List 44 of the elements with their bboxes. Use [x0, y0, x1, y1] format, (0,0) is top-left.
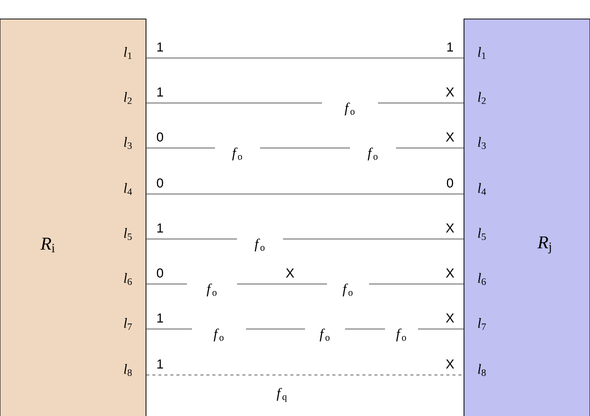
line-label: l$_{4}$	[124, 183, 132, 195]
function-label: f$_{o}$	[187, 282, 237, 298]
function-label: f$_{o}$	[322, 100, 378, 118]
line-label: l$_{6}$	[124, 273, 132, 285]
bit-value: 1	[157, 88, 163, 96]
line-label: l$_{3}$	[478, 137, 486, 149]
function-label: f$_{o}$	[192, 326, 246, 344]
bit-value: 1	[157, 360, 163, 368]
line-label: l$_{7}$	[124, 318, 132, 330]
signal-line	[146, 374, 464, 376]
bit-value: 1	[157, 314, 163, 322]
bit-value: X	[446, 88, 454, 96]
line-label: l$_{8}$	[478, 364, 486, 376]
line-label: l$_{2}$	[478, 92, 486, 104]
function-label: f$_{o}$	[385, 326, 418, 344]
function-label: f$_{o}$	[327, 282, 369, 298]
line-label: l$_{2}$	[124, 92, 132, 104]
function-label: f$_{o}$	[305, 326, 345, 344]
line-label: l$_{1}$	[478, 47, 486, 59]
line-label: l$_{7}$	[478, 318, 486, 330]
line-label: l$_{6}$	[478, 273, 486, 285]
line-label: l$_{8}$	[124, 364, 132, 376]
line-label: l$_{4}$	[478, 183, 486, 195]
bit-value: X	[446, 314, 454, 322]
bit-value: 0	[156, 178, 164, 188]
bit-value: X	[446, 224, 454, 232]
bit-value: 0	[156, 268, 164, 278]
line-label: l$_{1}$	[124, 47, 132, 59]
bit-value: 1	[157, 42, 163, 52]
bit-value: X	[446, 268, 454, 278]
bit-value: 1	[447, 42, 453, 52]
bit-value: X	[446, 360, 454, 368]
bit-value: 0	[156, 132, 164, 142]
function-label: f$_{o}$	[215, 146, 260, 162]
bit-value: X	[286, 268, 294, 278]
line-label: l$_{5}$	[124, 228, 132, 240]
bit-value: X	[446, 132, 454, 142]
function-label: f$_{q}$	[276, 388, 287, 402]
line-label: l$_{5}$	[478, 228, 486, 240]
bit-value: 1	[157, 224, 163, 232]
function-label: f$_{o}$	[350, 146, 396, 162]
bit-value: 0	[446, 178, 454, 188]
function-label: f$_{o}$	[237, 236, 283, 254]
line-label: l$_{3}$	[124, 137, 132, 149]
